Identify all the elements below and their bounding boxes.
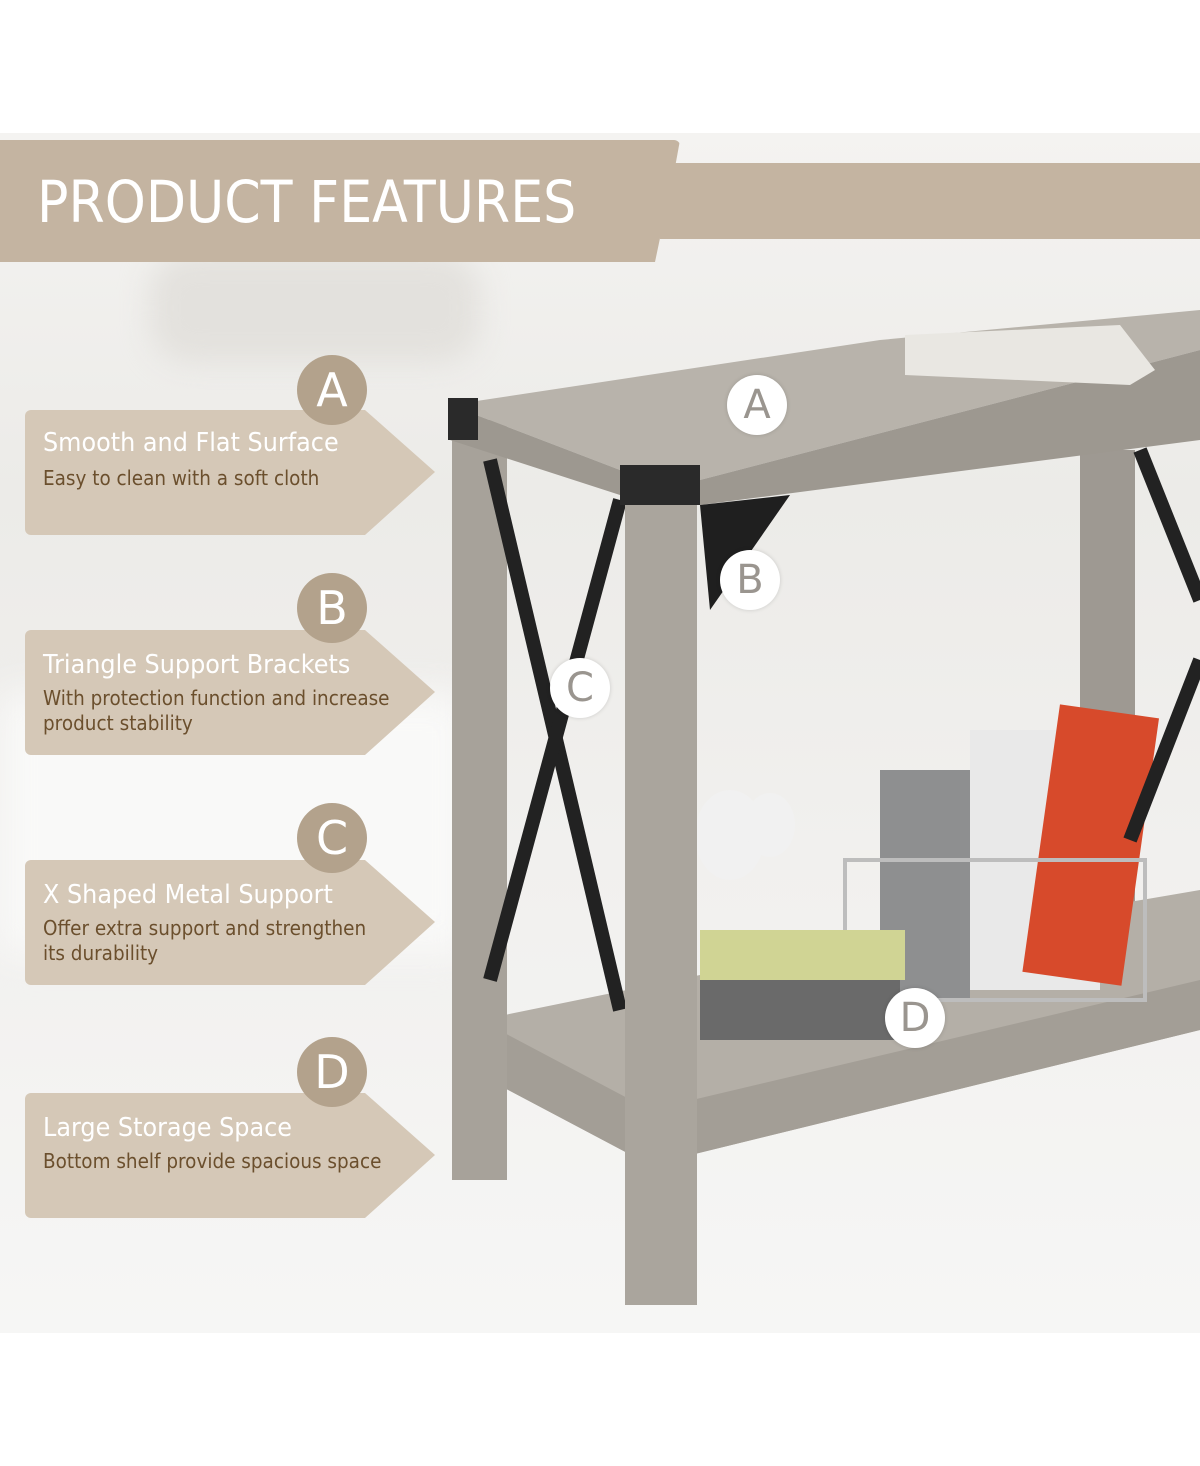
page-title: PRODUCT FEATURES bbox=[37, 168, 577, 236]
background-blur bbox=[150, 253, 480, 363]
x-brace bbox=[1123, 657, 1200, 843]
decor-ornament bbox=[745, 793, 795, 857]
tabletop-edge bbox=[450, 350, 1200, 505]
feature-title: Smooth and Flat Surface bbox=[43, 428, 339, 458]
marker-b: B bbox=[720, 550, 780, 610]
feature-title: Large Storage Space bbox=[43, 1113, 292, 1143]
corner-bracket bbox=[620, 465, 700, 505]
console-table-illustration bbox=[448, 310, 1200, 1305]
books-on-top bbox=[905, 325, 1155, 385]
header-banner bbox=[0, 140, 680, 262]
feature-title: X Shaped Metal Support bbox=[43, 880, 333, 910]
book-stack bbox=[700, 930, 905, 980]
table-leg bbox=[625, 505, 697, 1305]
feature-description: Offer extra support and strengthen its d… bbox=[43, 916, 367, 965]
feature-description: Easy to clean with a soft cloth bbox=[43, 466, 320, 490]
feature-title: Triangle Support Brackets bbox=[43, 650, 351, 680]
table-leg bbox=[452, 420, 507, 1180]
header-banner-strip bbox=[660, 163, 1200, 239]
feature-card-a bbox=[25, 410, 435, 535]
feature-description: With protection function and increase pr… bbox=[43, 686, 390, 735]
feature-card-b bbox=[25, 630, 435, 755]
x-brace bbox=[1133, 447, 1200, 603]
feature-badge: A bbox=[297, 355, 367, 425]
x-brace bbox=[483, 498, 627, 982]
red-book bbox=[1022, 704, 1159, 986]
feature-badge: C bbox=[297, 803, 367, 873]
marker-a: A bbox=[727, 375, 787, 435]
feature-card-d bbox=[25, 1093, 435, 1218]
corner-bracket bbox=[448, 398, 478, 440]
marker-d: D bbox=[885, 988, 945, 1048]
marker-c: C bbox=[550, 658, 610, 718]
feature-card-c bbox=[25, 860, 435, 985]
feature-description: Bottom shelf provide spacious space bbox=[43, 1149, 382, 1173]
feature-badge: B bbox=[297, 573, 367, 643]
feature-badge: D bbox=[297, 1037, 367, 1107]
